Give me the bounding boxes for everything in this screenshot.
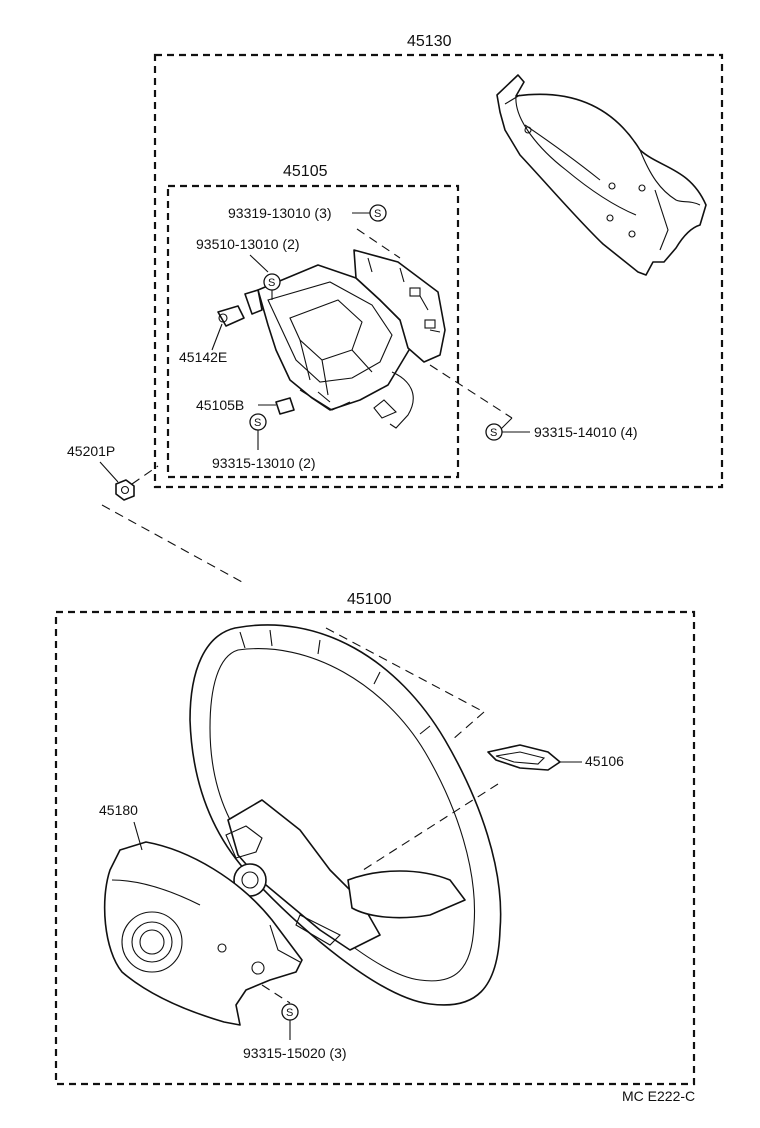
standard-part-symbol: S: [281, 1003, 299, 1021]
pad-bracket-assembly: [217, 249, 446, 429]
assembly-box-45100: [54, 610, 696, 1086]
assembly-box-45105: [166, 184, 460, 479]
label-93315-15020: 93315-15020 (3): [243, 1045, 347, 1061]
label-45180: 45180: [99, 802, 138, 818]
label-93315-14010: 93315-14010 (4): [534, 424, 638, 440]
part-45105B-icon: [275, 397, 295, 415]
steering-wheel: [189, 624, 502, 1006]
svg-text:S: S: [254, 417, 261, 429]
label-45142E: 45142E: [179, 349, 227, 365]
label-93315-13010: 93315-13010 (2): [212, 455, 316, 471]
standard-part-symbol: S: [485, 423, 503, 441]
standard-part-symbol: S: [249, 413, 267, 431]
svg-text:S: S: [268, 277, 275, 289]
steering-pad-cover: [496, 74, 707, 276]
svg-text:S: S: [374, 208, 381, 220]
assembly-box-45130: [153, 53, 724, 489]
label-93319-13010: 93319-13010 (3): [228, 205, 332, 221]
svg-text:S: S: [490, 427, 497, 439]
standard-part-symbol: S: [369, 204, 387, 222]
nut-45201P-icon: [115, 479, 135, 501]
label-45105B: 45105B: [196, 397, 244, 413]
label-45130: 45130: [407, 33, 452, 50]
steering-cover-45180: [103, 841, 303, 1026]
standard-part-symbol: S: [263, 273, 281, 291]
footer-code: MC E222-C: [622, 1088, 695, 1104]
label-45106: 45106: [585, 753, 624, 769]
svg-text:S: S: [286, 1007, 293, 1019]
label-45100: 45100: [347, 591, 392, 608]
label-93510-13010: 93510-13010 (2): [196, 236, 300, 252]
label-45105: 45105: [283, 163, 328, 180]
label-45201P: 45201P: [67, 443, 115, 459]
part-45106-icon: [487, 744, 561, 771]
